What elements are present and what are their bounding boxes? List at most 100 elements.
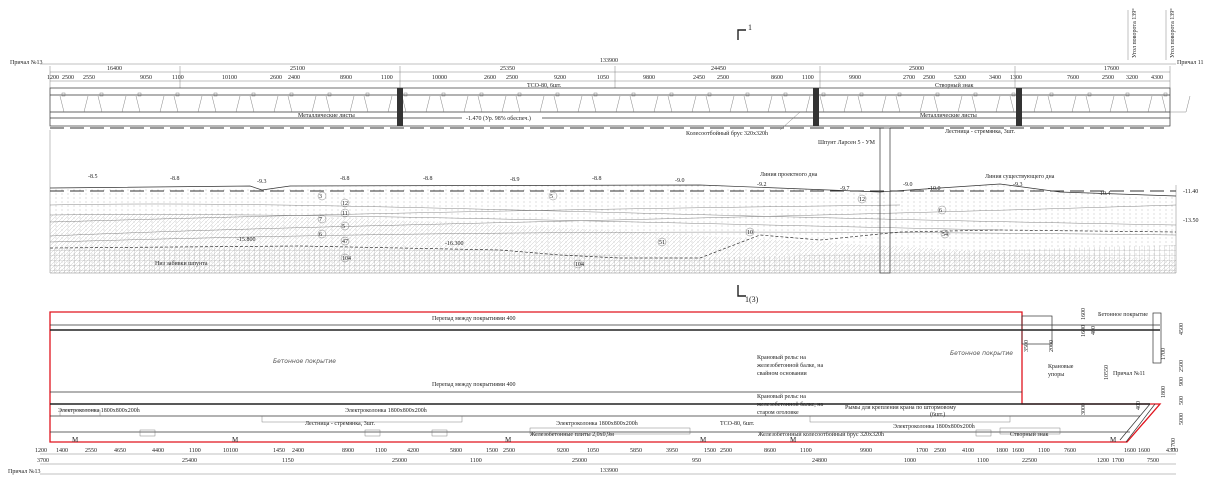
- crane-rail-old-label: Крановый рельс на: [757, 393, 806, 400]
- quay-plan: [49, 311, 1162, 443]
- bollard-mark: М: [700, 436, 707, 444]
- fender-panel: [325, 95, 355, 113]
- bollard-icon: [289, 92, 294, 97]
- dimension: 8900: [342, 448, 354, 454]
- elevation-label: -9.0: [675, 178, 685, 184]
- dimension: 1100: [172, 75, 184, 81]
- soil-layer-number: 6: [939, 208, 942, 214]
- bollard-icon: [555, 92, 560, 97]
- section-dimension: 17600: [1104, 66, 1119, 72]
- dimension: 2400: [292, 448, 304, 454]
- dimension: 2550: [83, 75, 95, 81]
- soil-layer-number: 3: [319, 194, 322, 200]
- dimension: 5200: [954, 75, 966, 81]
- dimension: 1100: [800, 448, 812, 454]
- bollard-icon: [403, 92, 408, 97]
- dimension: 10100: [223, 448, 238, 454]
- dimension: 10550: [1104, 365, 1110, 380]
- concrete-cover-label: Бетонное покрытие: [1098, 312, 1148, 318]
- dimension: 1100: [189, 448, 201, 454]
- power-column-label: Электроколонка 1800х800х200h: [58, 408, 140, 414]
- power-column-box: [261, 415, 463, 423]
- bollard-icon: [99, 92, 104, 97]
- section-dimension: 1700: [1112, 458, 1124, 464]
- bollard-icon: [631, 92, 636, 97]
- section-dimension: 1150: [282, 458, 294, 464]
- dimension: 1200: [35, 448, 47, 454]
- dimension: 2550: [85, 448, 97, 454]
- soil-layer-marker: [548, 191, 558, 201]
- elevation-label: -9.3: [1013, 182, 1023, 188]
- section-dimension: 1000: [904, 458, 916, 464]
- dimension: 2500: [1179, 360, 1185, 372]
- dimension: 3400: [989, 75, 1001, 81]
- dimension: 10000: [432, 75, 447, 81]
- fender-panel: [1009, 95, 1039, 113]
- crane-rail-label: Крановый рельс на: [757, 354, 806, 361]
- ladder-label: Лестница - стремянка, 3шт.: [305, 421, 375, 427]
- section-dimension: 25100: [290, 66, 305, 72]
- toe-elevation: -16.300: [445, 241, 464, 247]
- dimension: 4300: [1151, 75, 1163, 81]
- total-length: 133900: [600, 468, 618, 474]
- fender-panel: [933, 95, 963, 113]
- elevation-label: -10.0: [928, 186, 941, 192]
- dimension: 3000: [1081, 403, 1087, 415]
- soil-layer-marker: [317, 229, 327, 239]
- power-column-label: Электроколонка 1800х800х200h: [345, 408, 427, 414]
- total-length: 133900: [600, 58, 618, 64]
- dimension: 2500: [934, 448, 946, 454]
- bollard-icon: [821, 92, 826, 97]
- berth-11-label: Причал №11: [1113, 371, 1145, 377]
- dimension: 2500: [503, 448, 515, 454]
- bollard-icon: [1125, 92, 1130, 97]
- range-sign-label: Створный знак: [935, 82, 974, 89]
- range-sign-label: Створный знак: [1010, 431, 1049, 438]
- angle-label: Угол поворота 139°: [1131, 8, 1138, 58]
- fender-panel: [59, 95, 89, 113]
- dimension: 1700: [916, 448, 928, 454]
- dimension: 1050: [587, 448, 599, 454]
- dimension: 1600: [1012, 448, 1024, 454]
- dimension: 8600: [764, 448, 776, 454]
- dimension: 9200: [557, 448, 569, 454]
- soil-layer-number: 104: [575, 262, 584, 268]
- soil-layer-marker: [340, 198, 350, 208]
- soil-layer-marker: [340, 208, 350, 218]
- dimension: 400: [1091, 326, 1097, 335]
- existing-bottom-label: Линия существующего дна: [985, 174, 1055, 180]
- soil-layer-marker: [857, 194, 867, 204]
- dimension: 1600: [1081, 308, 1087, 320]
- fender-panel: [743, 95, 773, 113]
- section-dimension: 22500: [1022, 458, 1037, 464]
- section-dimension: 1100: [977, 458, 989, 464]
- dimension: 1500: [704, 448, 716, 454]
- dimension: 1600: [1124, 448, 1136, 454]
- bollard-mark: М: [1110, 436, 1117, 444]
- fender-panel: [1085, 95, 1115, 113]
- ladder-label: Лестница - стремянка, 3шт.: [945, 129, 1015, 135]
- dimension: 3200: [1126, 75, 1138, 81]
- power-column-box: [139, 429, 156, 437]
- dimension: 3500: [1024, 340, 1030, 352]
- fender-panel: [1161, 95, 1191, 113]
- bollard-icon: [1049, 92, 1054, 97]
- tso-label: ТСО-80, 6шт.: [720, 421, 755, 427]
- bollard-icon: [1087, 92, 1092, 97]
- dimension: 1800: [1161, 386, 1167, 398]
- section-dimension: 25000: [392, 458, 407, 464]
- section-mark-label: 1(3): [745, 295, 759, 304]
- dimension: 4100: [962, 448, 974, 454]
- section-dimension: 950: [692, 458, 701, 464]
- elevation-label: -8.8: [592, 176, 602, 182]
- soil-layer-number: 54: [942, 232, 948, 238]
- elevation-label: -9.0: [903, 182, 913, 188]
- section-mark-bottom: 1(3): [737, 285, 759, 304]
- bollard-icon: [441, 92, 446, 97]
- section-dimension: 7500: [1147, 458, 1159, 464]
- dimension: 9800: [643, 75, 655, 81]
- elevation-label: -9.2: [757, 182, 767, 188]
- dimension: 7600: [1064, 448, 1076, 454]
- soil-layer-marker: [657, 237, 667, 247]
- bollard-icon: [707, 92, 712, 97]
